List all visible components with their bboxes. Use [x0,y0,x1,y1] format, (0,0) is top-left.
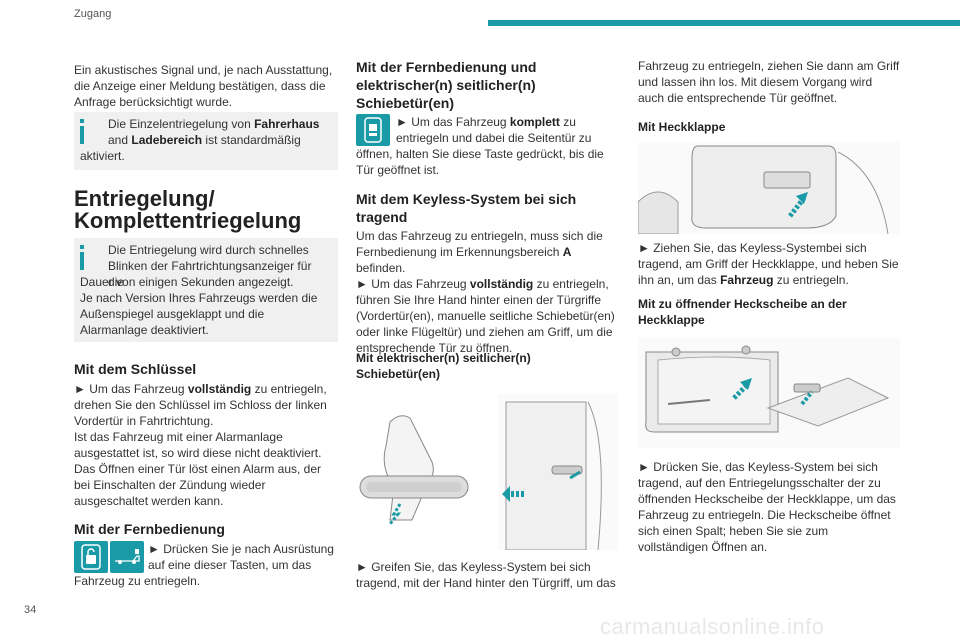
rear-window-illustration [638,338,900,448]
unlock-van-button-icon [110,541,144,573]
info-box-single-unlock: Die Einzelentriegelung von Fahrerhaus an… [74,112,338,170]
intro-paragraph: Ein akustisches Signal und, je nach Auss… [74,63,333,109]
rear-window-heading: Mit zu öffnender Heckscheibe an der Heck… [638,297,847,327]
remote-heading: Mit der Fernbedienung [74,521,225,537]
header-accent-bar [488,20,960,26]
tailgate-illustration [638,142,900,234]
key-heading: Mit dem Schlüssel [74,361,197,377]
keyless-heading: Mit dem Keyless-System bei sich tragend [356,191,577,225]
unlock-button-icon [74,541,108,573]
info-icon [80,245,84,249]
keyless-paragraph: Um das Fahrzeug zu entriegeln, muss sich… [356,229,615,355]
electric-sliding-heading: Mit elektrischer(n) seitlicher(n) Schieb… [356,351,531,381]
rear-window-paragraph: ► Drücken Sie, das Keyless-System bei si… [638,460,896,554]
page-number: 34 [24,604,37,616]
key-paragraph: ► Um das Fahrzeug vollständig zu entrieg… [74,382,327,508]
remote-sliding-heading: Mit der Fernbedienung und elektrischer(n… [356,59,537,111]
watermark: carmanualsonline.info [600,614,825,639]
remote-sliding-paragraph: ► Um das Fahrzeug komplett zu entriegeln… [356,115,604,177]
section-title-line1: Entriegelung/ [74,186,215,211]
section-title-line2: Komplettentriegelung [74,208,302,233]
section-header: Zugang [74,8,112,20]
sliding-door-button-icon [356,114,390,146]
hand-handle-sliding-door-illustration [359,394,618,550]
unlock-continued-paragraph: Fahrzeug zu entriegeln, ziehen Sie dann … [638,59,900,105]
tailgate-paragraph: ► Ziehen Sie, das Keyless-Systembei sich… [638,241,899,287]
electric-sliding-paragraph: ► Greifen Sie, das Keyless-System bei si… [356,560,616,590]
remote-paragraph: ► Drücken Sie je nach Ausrüstung auf ein… [74,542,334,588]
tailgate-heading: Mit Heckklappe [638,120,726,134]
info-box-unlock-signal: Die Entriegelung wird durch schnelles Bl… [74,238,338,342]
info-icon [80,119,84,123]
